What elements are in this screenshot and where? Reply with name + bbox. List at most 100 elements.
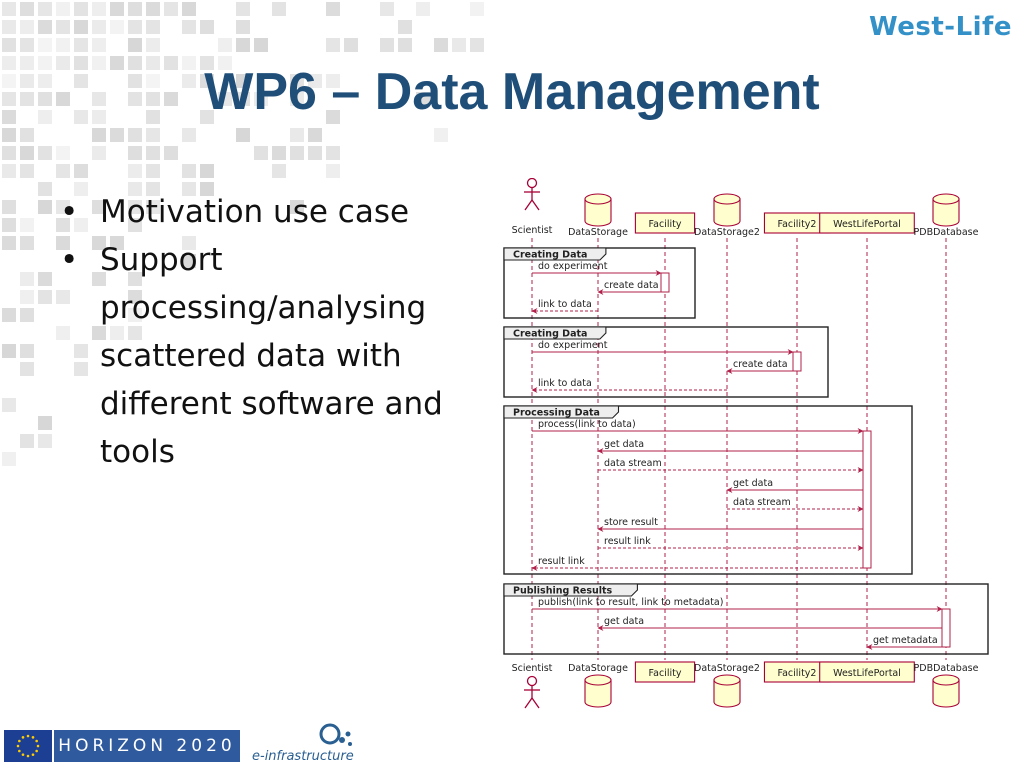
mosaic-tile: [128, 20, 142, 34]
mosaic-tile: [38, 2, 52, 16]
mosaic-tile: [38, 290, 52, 304]
database-top: [584, 674, 612, 686]
mosaic-tile: [128, 38, 142, 52]
frame-tab: [503, 405, 620, 419]
mosaic-tile: [128, 272, 142, 286]
message-arrow: get data: [597, 616, 942, 631]
eu-star: [16, 744, 20, 748]
mosaic-tile: [20, 308, 34, 322]
mosaic-tile: [434, 128, 448, 142]
mosaic-tile: [20, 2, 34, 16]
mosaic-tile: [146, 110, 160, 124]
message-arrow: get data: [726, 478, 863, 493]
mosaic-tile: [20, 272, 34, 286]
mosaic-tile: [92, 56, 106, 70]
message-arrow: data stream: [598, 458, 864, 473]
mosaic-tile: [92, 2, 106, 16]
horizon-2020-logo: HORIZON 2020: [54, 730, 240, 762]
database-top: [932, 193, 960, 205]
mosaic-tile: [56, 20, 70, 34]
eu-star: [35, 749, 38, 753]
mosaic-tile: [2, 452, 16, 466]
message-arrow: create data: [726, 359, 793, 374]
eu-star: [26, 734, 30, 738]
mosaic-tile: [2, 308, 16, 322]
participant-datastorage2: DataStorage2: [694, 193, 760, 238]
mosaic-tile: [2, 2, 16, 16]
participant-label: DataStorage2: [694, 227, 760, 238]
mosaic-tile: [272, 164, 286, 178]
mosaic-tile: [38, 416, 52, 430]
mosaic-tile: [2, 56, 16, 70]
mosaic-tile: [92, 146, 106, 160]
mosaic-tile: [146, 74, 160, 88]
mosaic-tile: [236, 20, 250, 34]
participant-label: Facility: [649, 668, 682, 679]
frame-tab: [503, 326, 607, 340]
mosaic-tile: [110, 128, 124, 142]
bullet-dot: •: [60, 194, 79, 230]
mosaic-tile: [146, 38, 160, 52]
participant-label: DataStorage: [568, 227, 628, 238]
mosaic-tile: [92, 110, 106, 124]
message-label: link to data: [538, 378, 592, 389]
mosaic-tile: [110, 236, 124, 250]
message-label: create data: [604, 280, 659, 291]
participant-box: [634, 212, 696, 234]
mosaic-tile: [398, 20, 412, 34]
mosaic-tile: [74, 110, 88, 124]
mosaic-tile: [74, 74, 88, 88]
mosaic-tile: [20, 92, 34, 106]
participant-footer-datastorage2: DataStorage2: [694, 663, 760, 708]
mosaic-tile: [2, 146, 16, 160]
mosaic-tile: [20, 38, 34, 52]
mosaic-tile: [236, 74, 250, 88]
participant-scientist: Scientist: [512, 178, 553, 236]
mosaic-tile: [290, 128, 304, 142]
mosaic-tile: [326, 2, 340, 16]
mosaic-tile: [20, 290, 34, 304]
bullet-text: Support processing/analysing scattered d…: [100, 242, 443, 470]
message-arrow: create data: [597, 280, 661, 295]
mosaic-tile: [128, 74, 142, 88]
eu-star: [35, 739, 38, 743]
mosaic-tile: [20, 434, 34, 448]
mosaic-tile: [128, 290, 142, 304]
mosaic-tile: [92, 200, 106, 214]
mosaic-tile: [56, 218, 70, 232]
message-arrow: publish(link to result, link to metadata…: [532, 597, 943, 612]
mosaic-tile: [128, 164, 142, 178]
mosaic-tile: [38, 146, 52, 160]
message-arrow: result link: [598, 536, 864, 551]
mosaic-tile: [416, 92, 430, 106]
mosaic-tile: [128, 218, 142, 232]
message-label: process(link to data): [538, 419, 636, 430]
mosaic-tile: [38, 110, 52, 124]
mosaic-tile: [128, 92, 142, 106]
mosaic-tile: [182, 128, 196, 142]
mosaic-tile: [110, 56, 124, 70]
message-label: get metadata: [873, 635, 938, 646]
mosaic-tile: [146, 146, 160, 160]
mosaic-tile: [2, 38, 16, 52]
mosaic-tile: [74, 182, 88, 196]
mosaic-tile: [380, 2, 394, 16]
mosaic-tile: [56, 38, 70, 52]
mosaic-tile: [128, 182, 142, 196]
eu-star: [18, 749, 21, 753]
participant-box: [819, 661, 915, 683]
mosaic-tile: [416, 2, 430, 16]
participant-facility2: Facility2: [763, 212, 831, 234]
message-arrow: link to data: [531, 299, 598, 314]
mosaic-tile: [74, 344, 88, 358]
mosaic-tile: [92, 92, 106, 106]
mosaic-tile: [200, 74, 214, 88]
background-mosaic-decoration: [2, 2, 484, 466]
mosaic-tile: [56, 92, 70, 106]
participant-label: PDBDatabase: [914, 227, 979, 238]
mosaic-tile: [254, 92, 268, 106]
message-label: data stream: [733, 497, 791, 508]
